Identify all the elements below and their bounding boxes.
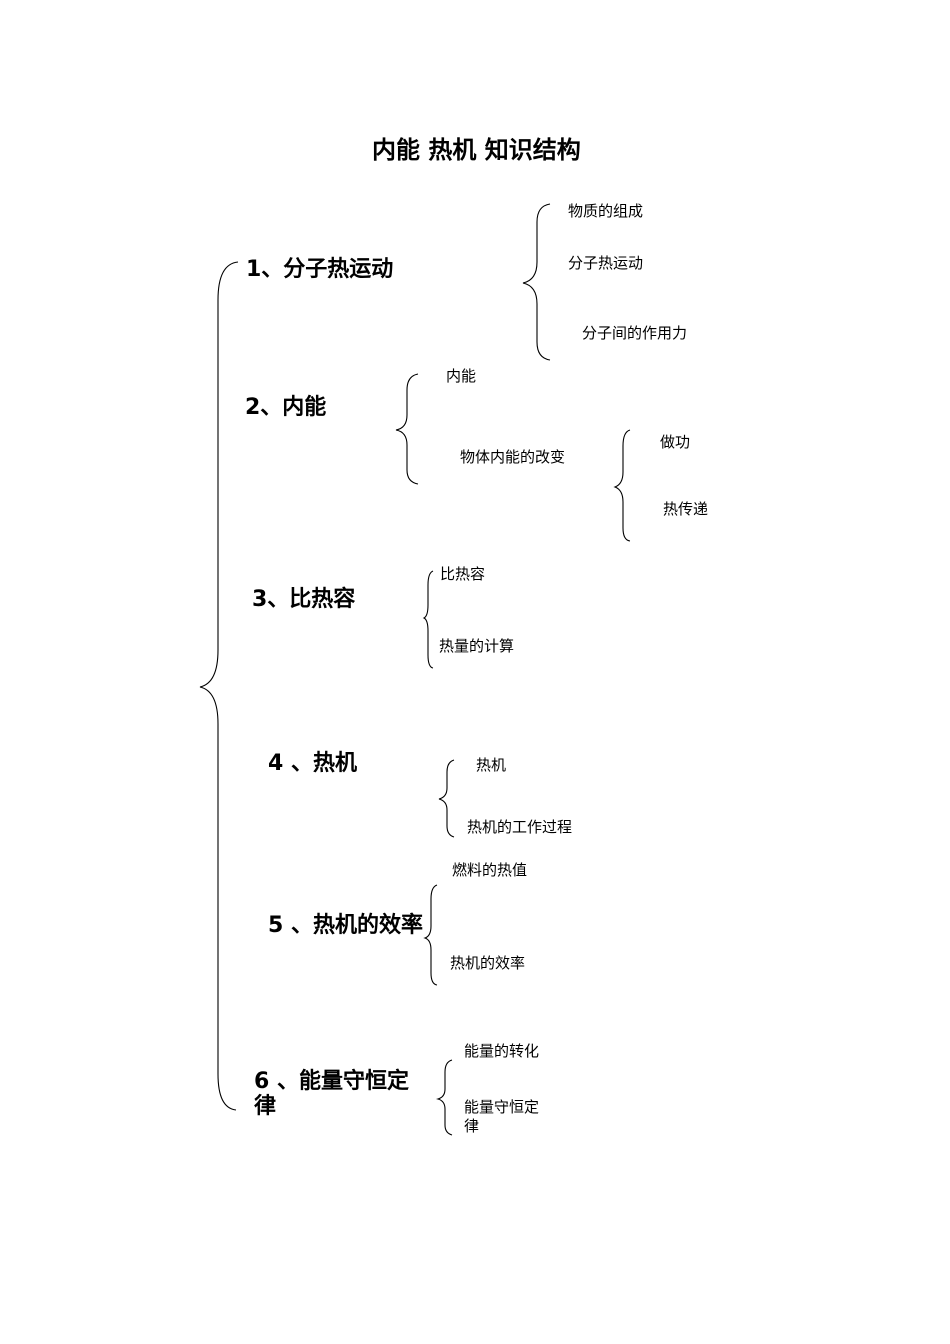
brace-topic-4 bbox=[438, 759, 455, 838]
topic-4-item-2: 热机的工作过程 bbox=[467, 818, 573, 836]
topic-1-item-3: 分子间的作用力 bbox=[582, 324, 688, 342]
topic-6-item-1: 能量的转化 bbox=[464, 1042, 540, 1060]
topic-2-subitem-2: 热传递 bbox=[663, 500, 709, 518]
main-brace bbox=[199, 261, 239, 1111]
brace-topic-2-change bbox=[613, 429, 631, 542]
topic-3-label: 3、比热容 bbox=[252, 587, 356, 612]
topic-2-subitem-1: 做功 bbox=[660, 433, 691, 451]
topic-1-label: 1、分子热运动 bbox=[246, 257, 394, 282]
page-title: 内能 热机 知识结构 bbox=[372, 136, 581, 164]
topic-4-item-1: 热机 bbox=[476, 756, 507, 774]
topic-2-item-2: 物体内能的改变 bbox=[460, 448, 566, 466]
topic-6-label-line-1: 6 、能量守恒定 bbox=[254, 1069, 409, 1094]
topic-1-item-2: 分子热运动 bbox=[568, 254, 644, 272]
topic-5-item-2: 热机的效率 bbox=[450, 954, 526, 972]
brace-topic-3 bbox=[422, 570, 434, 669]
topic-5-item-1: 燃料的热值 bbox=[452, 861, 528, 879]
topic-1-item-1: 物质的组成 bbox=[568, 202, 644, 220]
brace-topic-6 bbox=[436, 1059, 453, 1136]
topic-2-label: 2、内能 bbox=[245, 395, 327, 420]
topic-3-item-1: 比热容 bbox=[440, 565, 486, 583]
topic-3-item-2: 热量的计算 bbox=[439, 637, 515, 655]
brace-topic-5 bbox=[423, 884, 438, 986]
topic-6-item-2-line-2: 律 bbox=[464, 1117, 480, 1135]
topic-4-label: 4 、热机 bbox=[268, 751, 357, 776]
brace-topic-2 bbox=[395, 373, 419, 485]
topic-5-label: 5 、热机的效率 bbox=[268, 913, 423, 938]
topic-6-item-2-line-1: 能量守恒定 bbox=[464, 1098, 540, 1116]
brace-topic-1 bbox=[522, 203, 551, 361]
topic-2-item-1: 内能 bbox=[446, 367, 477, 385]
topic-6-label-line-2: 律 bbox=[254, 1094, 277, 1119]
